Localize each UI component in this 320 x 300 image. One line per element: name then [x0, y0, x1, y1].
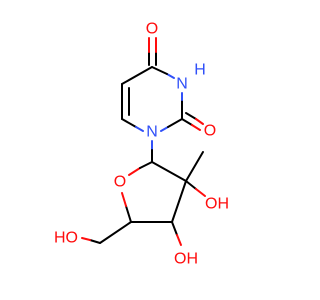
furanose-ring-bonds [81, 151, 206, 246]
molecule-structure-diagram: O H N O N O OH OH HO [54, 21, 229, 268]
atom-n3: N [176, 76, 188, 93]
atom-o-ring: O [114, 174, 126, 191]
atom-h-on-n3: H [194, 62, 206, 79]
atom-o-carbonyl-right: O [204, 123, 216, 140]
atom-o-carbonyl-top: O [146, 21, 158, 38]
atom-oh-c2: OH [205, 196, 229, 213]
atom-n1: N [146, 124, 158, 141]
atom-ho-c5: HO [54, 230, 78, 247]
atom-labels: O H N O N O OH OH HO [54, 21, 229, 268]
atom-oh-c3: OH [174, 251, 198, 268]
pyrimidine-ring-bonds [121, 37, 204, 163]
